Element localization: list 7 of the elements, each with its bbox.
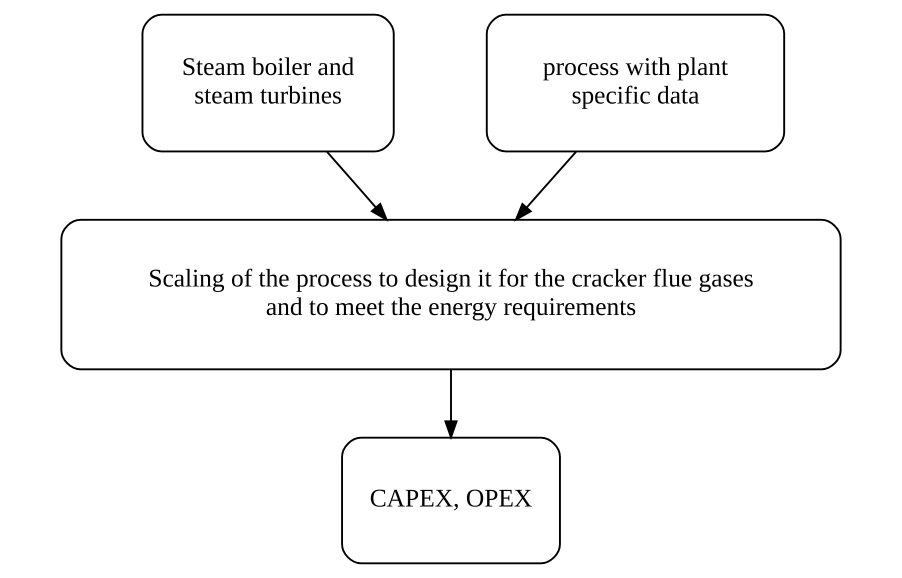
arrow bbox=[326, 151, 388, 222]
node-box: process with plant specific data bbox=[486, 14, 786, 152]
arrow bbox=[514, 151, 577, 222]
node-box: CAPEX, OPEX bbox=[341, 436, 561, 564]
node-box: Steam boiler and steam turbines bbox=[142, 14, 395, 152]
arrow bbox=[444, 369, 458, 440]
node-box: Scaling of the process to design it for the cracker flue gases and to meet the energy requirements bbox=[60, 218, 842, 370]
